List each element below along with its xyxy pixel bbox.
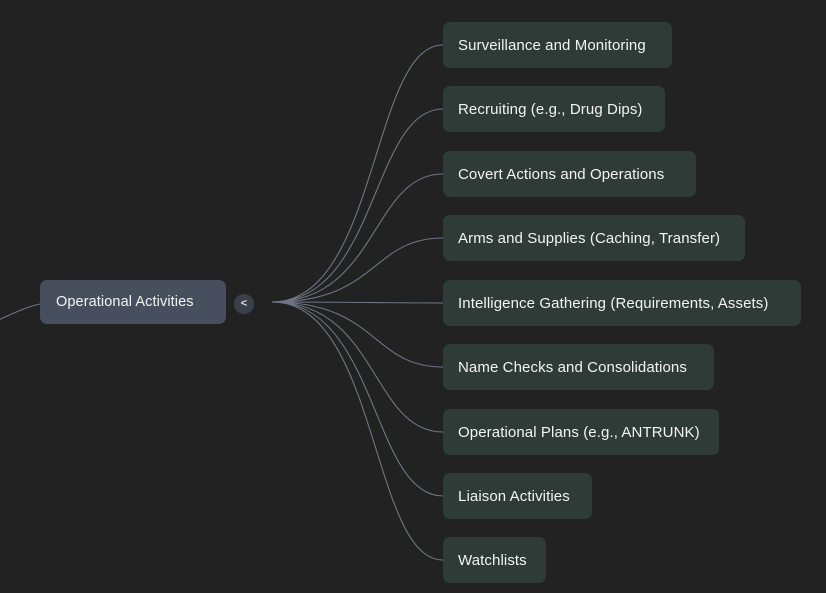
root-node[interactable]: Operational Activities	[40, 280, 226, 324]
mindmap-node-label: Covert Actions and Operations	[458, 165, 665, 183]
mindmap-node[interactable]: Arms and Supplies (Caching, Transfer)	[443, 215, 745, 261]
mindmap-node-label: Intelligence Gathering (Requirements, As…	[458, 294, 769, 312]
mindmap-node-label: Operational Plans (e.g., ANTRUNK)	[458, 423, 700, 441]
mindmap-node[interactable]: Liaison Activities	[443, 473, 592, 519]
root-node-label: Operational Activities	[56, 293, 194, 310]
collapse-toggle-button[interactable]: <	[234, 294, 254, 314]
mindmap-node-label: Name Checks and Consolidations	[458, 358, 687, 376]
mindmap-edge	[271, 44, 444, 303]
mindmap-node-label: Arms and Supplies (Caching, Transfer)	[458, 229, 721, 247]
mindmap-node[interactable]: Surveillance and Monitoring	[443, 22, 672, 68]
chevron-left-icon: <	[240, 297, 248, 309]
mindmap-edge	[271, 301, 444, 433]
mindmap-node[interactable]: Name Checks and Consolidations	[443, 344, 714, 390]
mindmap-edge	[271, 237, 444, 303]
mindmap-node[interactable]: Covert Actions and Operations	[443, 151, 696, 197]
mindmap-edge	[271, 301, 444, 497]
mindmap-edge	[0, 303, 41, 320]
mindmap-node[interactable]: Watchlists	[443, 537, 546, 583]
mindmap-node[interactable]: Operational Plans (e.g., ANTRUNK)	[443, 409, 719, 455]
mindmap-node-label: Surveillance and Monitoring	[458, 36, 646, 54]
mindmap-edge	[271, 301, 444, 368]
mindmap-edge	[271, 301, 444, 561]
mindmap-node-label: Recruiting (e.g., Drug Dips)	[458, 100, 643, 118]
mindmap-edge	[271, 173, 444, 303]
mindmap-node-label: Liaison Activities	[458, 487, 570, 505]
mindmap-node[interactable]: Intelligence Gathering (Requirements, As…	[443, 280, 801, 326]
mindmap-node-label: Watchlists	[458, 551, 527, 569]
mindmap-edge	[271, 301, 444, 304]
mindmap-node[interactable]: Recruiting (e.g., Drug Dips)	[443, 86, 665, 132]
mindmap-edge	[271, 108, 444, 303]
